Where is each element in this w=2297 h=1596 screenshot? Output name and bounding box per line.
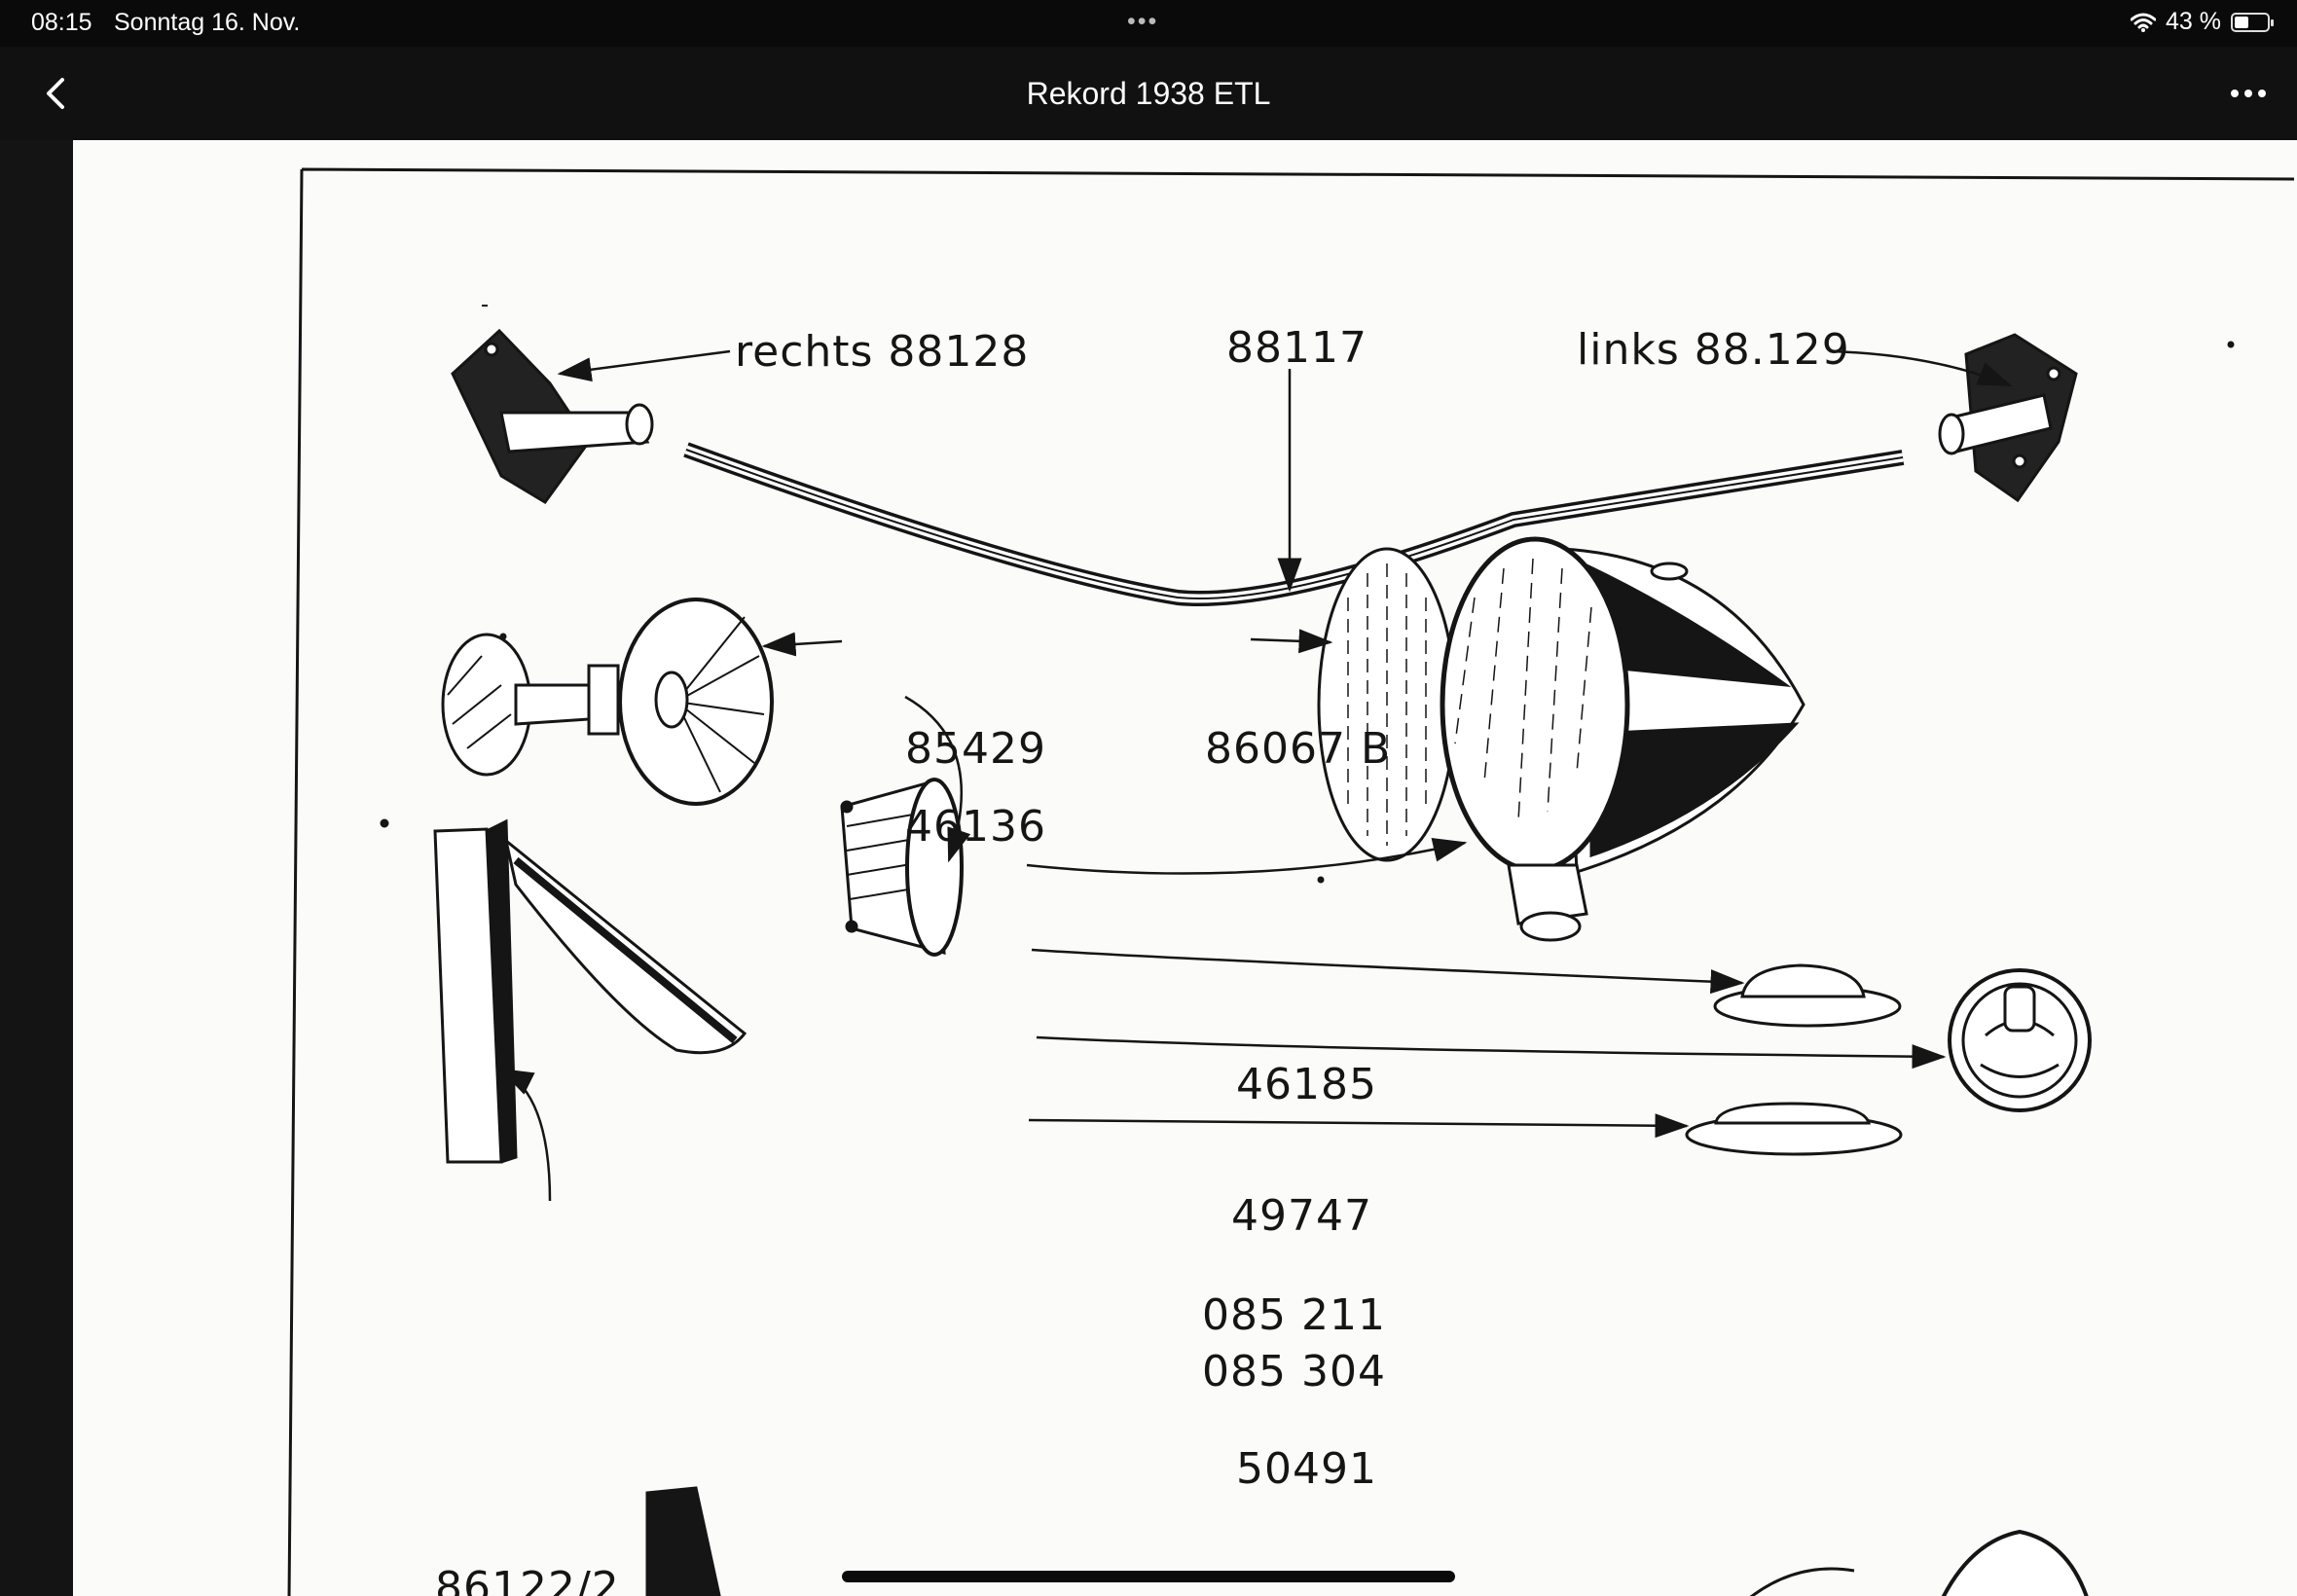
headlamp-part [1440, 536, 1805, 942]
label-49747: 49747 [1231, 1191, 1372, 1241]
label-46185: 46185 [1236, 1060, 1377, 1109]
label-46136: 46136 [905, 802, 1046, 852]
parts-diagram [287, 167, 2295, 1596]
home-indicator[interactable] [842, 1571, 1455, 1582]
diagram-frame [287, 167, 2295, 1596]
multitask-dots[interactable]: ••• [1127, 8, 1159, 35]
status-time: 08:15 [31, 9, 92, 36]
status-bar: 08:15 Sonntag 16. Nov. ••• 43 % [0, 0, 2297, 47]
reflector-bracket-part [433, 818, 747, 1164]
battery-percent: 43 % [2166, 8, 2221, 35]
bracket-right-part [451, 328, 654, 504]
chevron-left-icon[interactable] [35, 72, 78, 115]
label-86067b: 86067 B [1205, 724, 1392, 774]
wifi-icon [2131, 13, 2157, 32]
nav-bar: Rekord 1938 ETL [0, 47, 2297, 140]
label-85429: 85429 [905, 724, 1046, 774]
battery-cap [2271, 18, 2274, 26]
horn-part [1948, 968, 2092, 1112]
headlamp-bar-part [683, 442, 1905, 606]
spotlight-part [441, 598, 774, 806]
headlamp-glass-part [1317, 547, 1457, 862]
document-page[interactable]: rechts 88128 88117 links 88.129 85429 46… [73, 140, 2297, 1596]
status-right: 43 % [2131, 8, 2274, 36]
rear-lamp-part [840, 778, 964, 957]
battery-icon [2231, 12, 2274, 32]
label-88117: 88117 [1226, 323, 1367, 373]
dome-lamp-part [1685, 1102, 1903, 1156]
ellipsis-icon[interactable] [2217, 72, 2279, 115]
label-085211: 085 211 [1202, 1290, 1386, 1340]
label-50491: 50491 [1236, 1444, 1377, 1494]
status-date: Sonntag 16. Nov. [114, 9, 301, 36]
page-title: Rekord 1938 ETL [1026, 76, 1271, 111]
bracket-left-part [1938, 333, 2078, 503]
label-86122-2: 86122/2 [435, 1563, 620, 1596]
label-links-88129: links 88.129 [1577, 325, 1850, 375]
interior-lamp-part [1713, 963, 1902, 1028]
label-rechts-88128: rechts 88128 [735, 327, 1030, 377]
label-085304: 085 304 [1202, 1347, 1386, 1396]
battery-fill [2235, 16, 2248, 28]
left-margin [0, 140, 73, 1596]
